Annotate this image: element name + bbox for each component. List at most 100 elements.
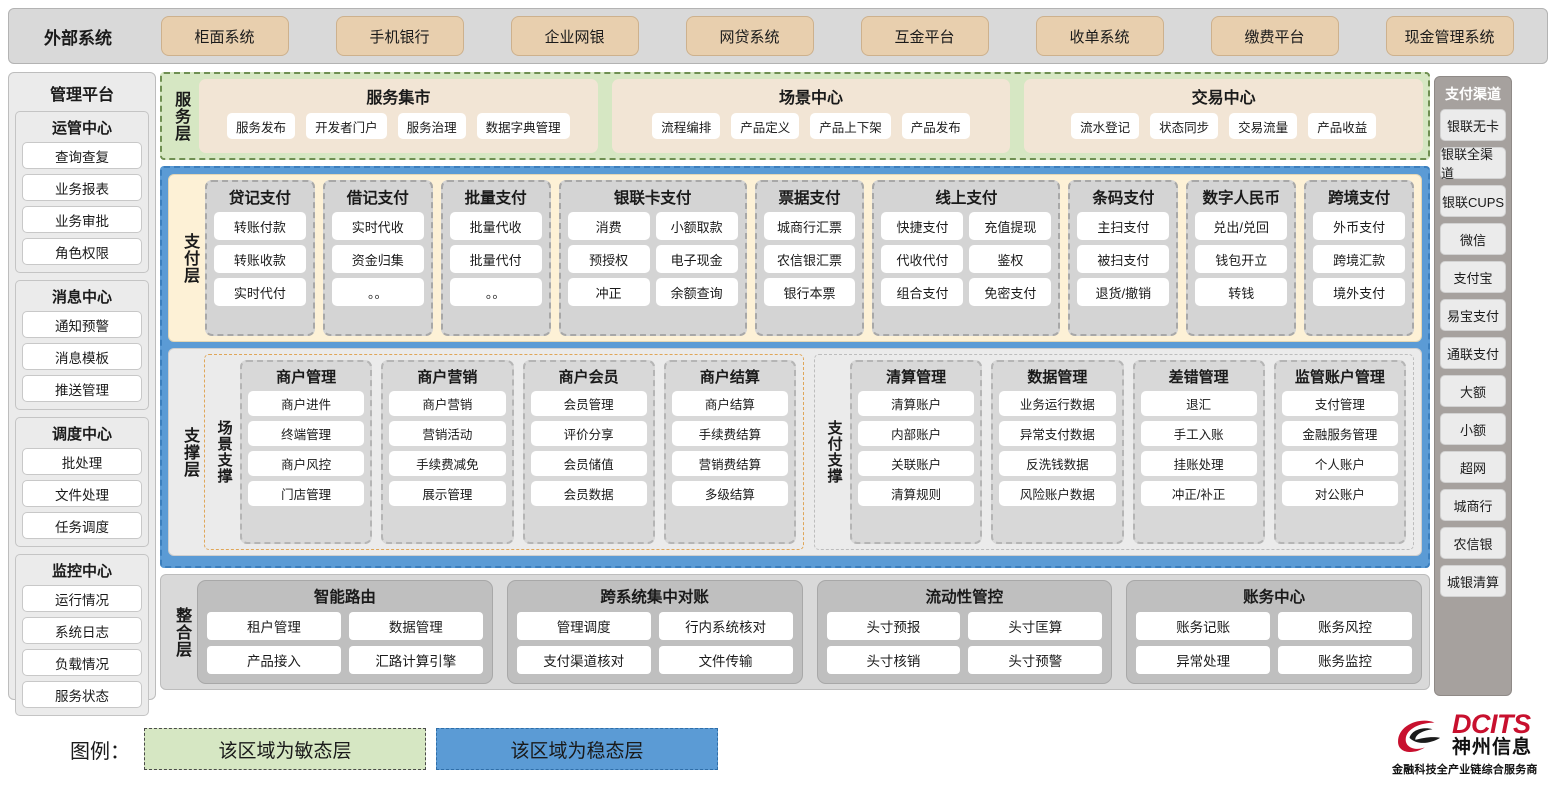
payment-item[interactable]: 城商行汇票 <box>763 212 856 240</box>
management-item[interactable]: 运行情况 <box>22 585 142 612</box>
payment-item[interactable]: 实时代收 <box>331 212 424 240</box>
service-item[interactable]: 流水登记 <box>1071 113 1140 139</box>
payment-item[interactable]: 境外支付 <box>1313 278 1406 306</box>
support-item[interactable]: 手工入账 <box>1140 421 1257 446</box>
service-item[interactable]: 服务治理 <box>397 113 466 139</box>
payment-channel-item[interactable]: 超网 <box>1440 451 1506 483</box>
payment-channel-item[interactable]: 易宝支付 <box>1440 299 1506 331</box>
support-item[interactable]: 风险账户数据 <box>999 481 1116 506</box>
payment-item[interactable]: 被扫支付 <box>1077 245 1170 273</box>
management-item[interactable]: 负载情况 <box>22 649 142 676</box>
payment-item[interactable]: 钱包开立 <box>1195 245 1288 273</box>
payment-channel-item[interactable]: 支付宝 <box>1440 261 1506 293</box>
payment-item[interactable]: 跨境汇款 <box>1313 245 1406 273</box>
support-item[interactable]: 会员数据 <box>530 481 647 506</box>
external-system-chip[interactable]: 缴费平台 <box>1210 16 1339 56</box>
payment-channel-item[interactable]: 城银清算 <box>1440 565 1506 597</box>
management-item[interactable]: 业务报表 <box>22 174 142 201</box>
external-system-chip[interactable]: 手机银行 <box>335 16 464 56</box>
integration-item[interactable]: 管理调度 <box>516 612 651 640</box>
support-item[interactable]: 会员管理 <box>530 391 647 416</box>
support-item[interactable]: 商户风控 <box>248 451 365 476</box>
support-item[interactable]: 手续费减免 <box>389 451 506 476</box>
support-item[interactable]: 反洗钱数据 <box>999 451 1116 476</box>
payment-item[interactable]: 批量代收 <box>449 212 542 240</box>
support-item[interactable]: 内部账户 <box>858 421 975 446</box>
integration-item[interactable]: 头寸匡算 <box>968 612 1103 640</box>
support-item[interactable]: 清算账户 <box>858 391 975 416</box>
support-item[interactable]: 商户进件 <box>248 391 365 416</box>
integration-item[interactable]: 行内系统核对 <box>658 612 793 640</box>
integration-item[interactable]: 租户管理 <box>207 612 341 640</box>
payment-item[interactable]: 代收代付 <box>881 245 964 273</box>
payment-item[interactable]: 兑出/兑回 <box>1195 212 1288 240</box>
service-item[interactable]: 数据字典管理 <box>476 113 570 139</box>
management-item[interactable]: 服务状态 <box>22 681 142 708</box>
support-item[interactable]: 金融服务管理 <box>1281 421 1398 446</box>
payment-item[interactable]: 免密支付 <box>969 278 1052 306</box>
integration-item[interactable]: 账务风控 <box>1278 612 1412 640</box>
payment-item[interactable]: 鉴权 <box>969 245 1052 273</box>
payment-item[interactable]: 冲正 <box>567 278 650 306</box>
management-item[interactable]: 角色权限 <box>22 238 142 265</box>
payment-item[interactable]: 转钱 <box>1195 278 1288 306</box>
support-item[interactable]: 手续费结算 <box>671 421 788 446</box>
payment-channel-item[interactable]: 通联支付 <box>1440 337 1506 369</box>
integration-item[interactable]: 汇路计算引擎 <box>348 646 483 674</box>
support-item[interactable]: 展示管理 <box>389 481 506 506</box>
payment-item[interactable]: 银行本票 <box>763 278 856 306</box>
service-item[interactable]: 产品上下架 <box>810 113 891 139</box>
payment-item[interactable]: 批量代付 <box>449 245 542 273</box>
payment-item[interactable]: 。。 <box>331 278 424 306</box>
management-item[interactable]: 批处理 <box>22 448 142 475</box>
payment-item[interactable]: 主扫支付 <box>1077 212 1170 240</box>
support-item[interactable]: 对公账户 <box>1281 481 1398 506</box>
support-item[interactable]: 多级结算 <box>671 481 788 506</box>
payment-item[interactable]: 消费 <box>567 212 650 240</box>
management-item[interactable]: 查询查复 <box>22 142 142 169</box>
management-item[interactable]: 推送管理 <box>22 375 142 402</box>
payment-channel-item[interactable]: 微信 <box>1440 223 1506 255</box>
payment-item[interactable]: 外币支付 <box>1313 212 1406 240</box>
integration-item[interactable]: 产品接入 <box>207 646 341 674</box>
integration-item[interactable]: 头寸核销 <box>826 646 961 674</box>
support-item[interactable]: 商户营销 <box>389 391 506 416</box>
service-item[interactable]: 流程编排 <box>652 113 721 139</box>
service-item[interactable]: 产品定义 <box>731 113 800 139</box>
service-item[interactable]: 开发者门户 <box>306 113 387 139</box>
payment-channel-item[interactable]: 银联无卡 <box>1440 109 1506 141</box>
support-item[interactable]: 支付管理 <box>1281 391 1398 416</box>
support-item[interactable]: 营销活动 <box>389 421 506 446</box>
service-item[interactable]: 产品发布 <box>901 113 970 139</box>
integration-item[interactable]: 头寸预警 <box>968 646 1103 674</box>
support-item[interactable]: 评价分享 <box>530 421 647 446</box>
management-item[interactable]: 通知预警 <box>22 311 142 338</box>
external-system-chip[interactable]: 互金平台 <box>860 16 989 56</box>
support-item[interactable]: 异常支付数据 <box>999 421 1116 446</box>
payment-item[interactable]: 组合支付 <box>881 278 964 306</box>
support-item[interactable]: 业务运行数据 <box>999 391 1116 416</box>
support-item[interactable]: 挂账处理 <box>1140 451 1257 476</box>
support-item[interactable]: 冲正/补正 <box>1140 481 1257 506</box>
support-item[interactable]: 门店管理 <box>248 481 365 506</box>
integration-item[interactable]: 数据管理 <box>348 612 483 640</box>
support-item[interactable]: 清算规则 <box>858 481 975 506</box>
support-item[interactable]: 终端管理 <box>248 421 365 446</box>
service-item[interactable]: 产品收益 <box>1308 113 1377 139</box>
external-system-chip[interactable]: 企业网银 <box>510 16 639 56</box>
management-item[interactable]: 任务调度 <box>22 512 142 539</box>
payment-item[interactable]: 转账收款 <box>214 245 306 273</box>
service-item[interactable]: 交易流量 <box>1229 113 1298 139</box>
support-item[interactable]: 商户结算 <box>671 391 788 416</box>
integration-item[interactable]: 头寸预报 <box>826 612 961 640</box>
integration-item[interactable]: 文件传输 <box>658 646 793 674</box>
management-item[interactable]: 文件处理 <box>22 480 142 507</box>
integration-item[interactable]: 账务监控 <box>1278 646 1412 674</box>
payment-item[interactable]: 资金归集 <box>331 245 424 273</box>
payment-channel-item[interactable]: 大额 <box>1440 375 1506 407</box>
payment-item[interactable]: 电子现金 <box>655 245 738 273</box>
payment-channel-item[interactable]: 银联全渠道 <box>1440 147 1506 181</box>
payment-item[interactable]: 。。 <box>449 278 542 306</box>
integration-item[interactable]: 支付渠道核对 <box>516 646 651 674</box>
management-item[interactable]: 系统日志 <box>22 617 142 644</box>
